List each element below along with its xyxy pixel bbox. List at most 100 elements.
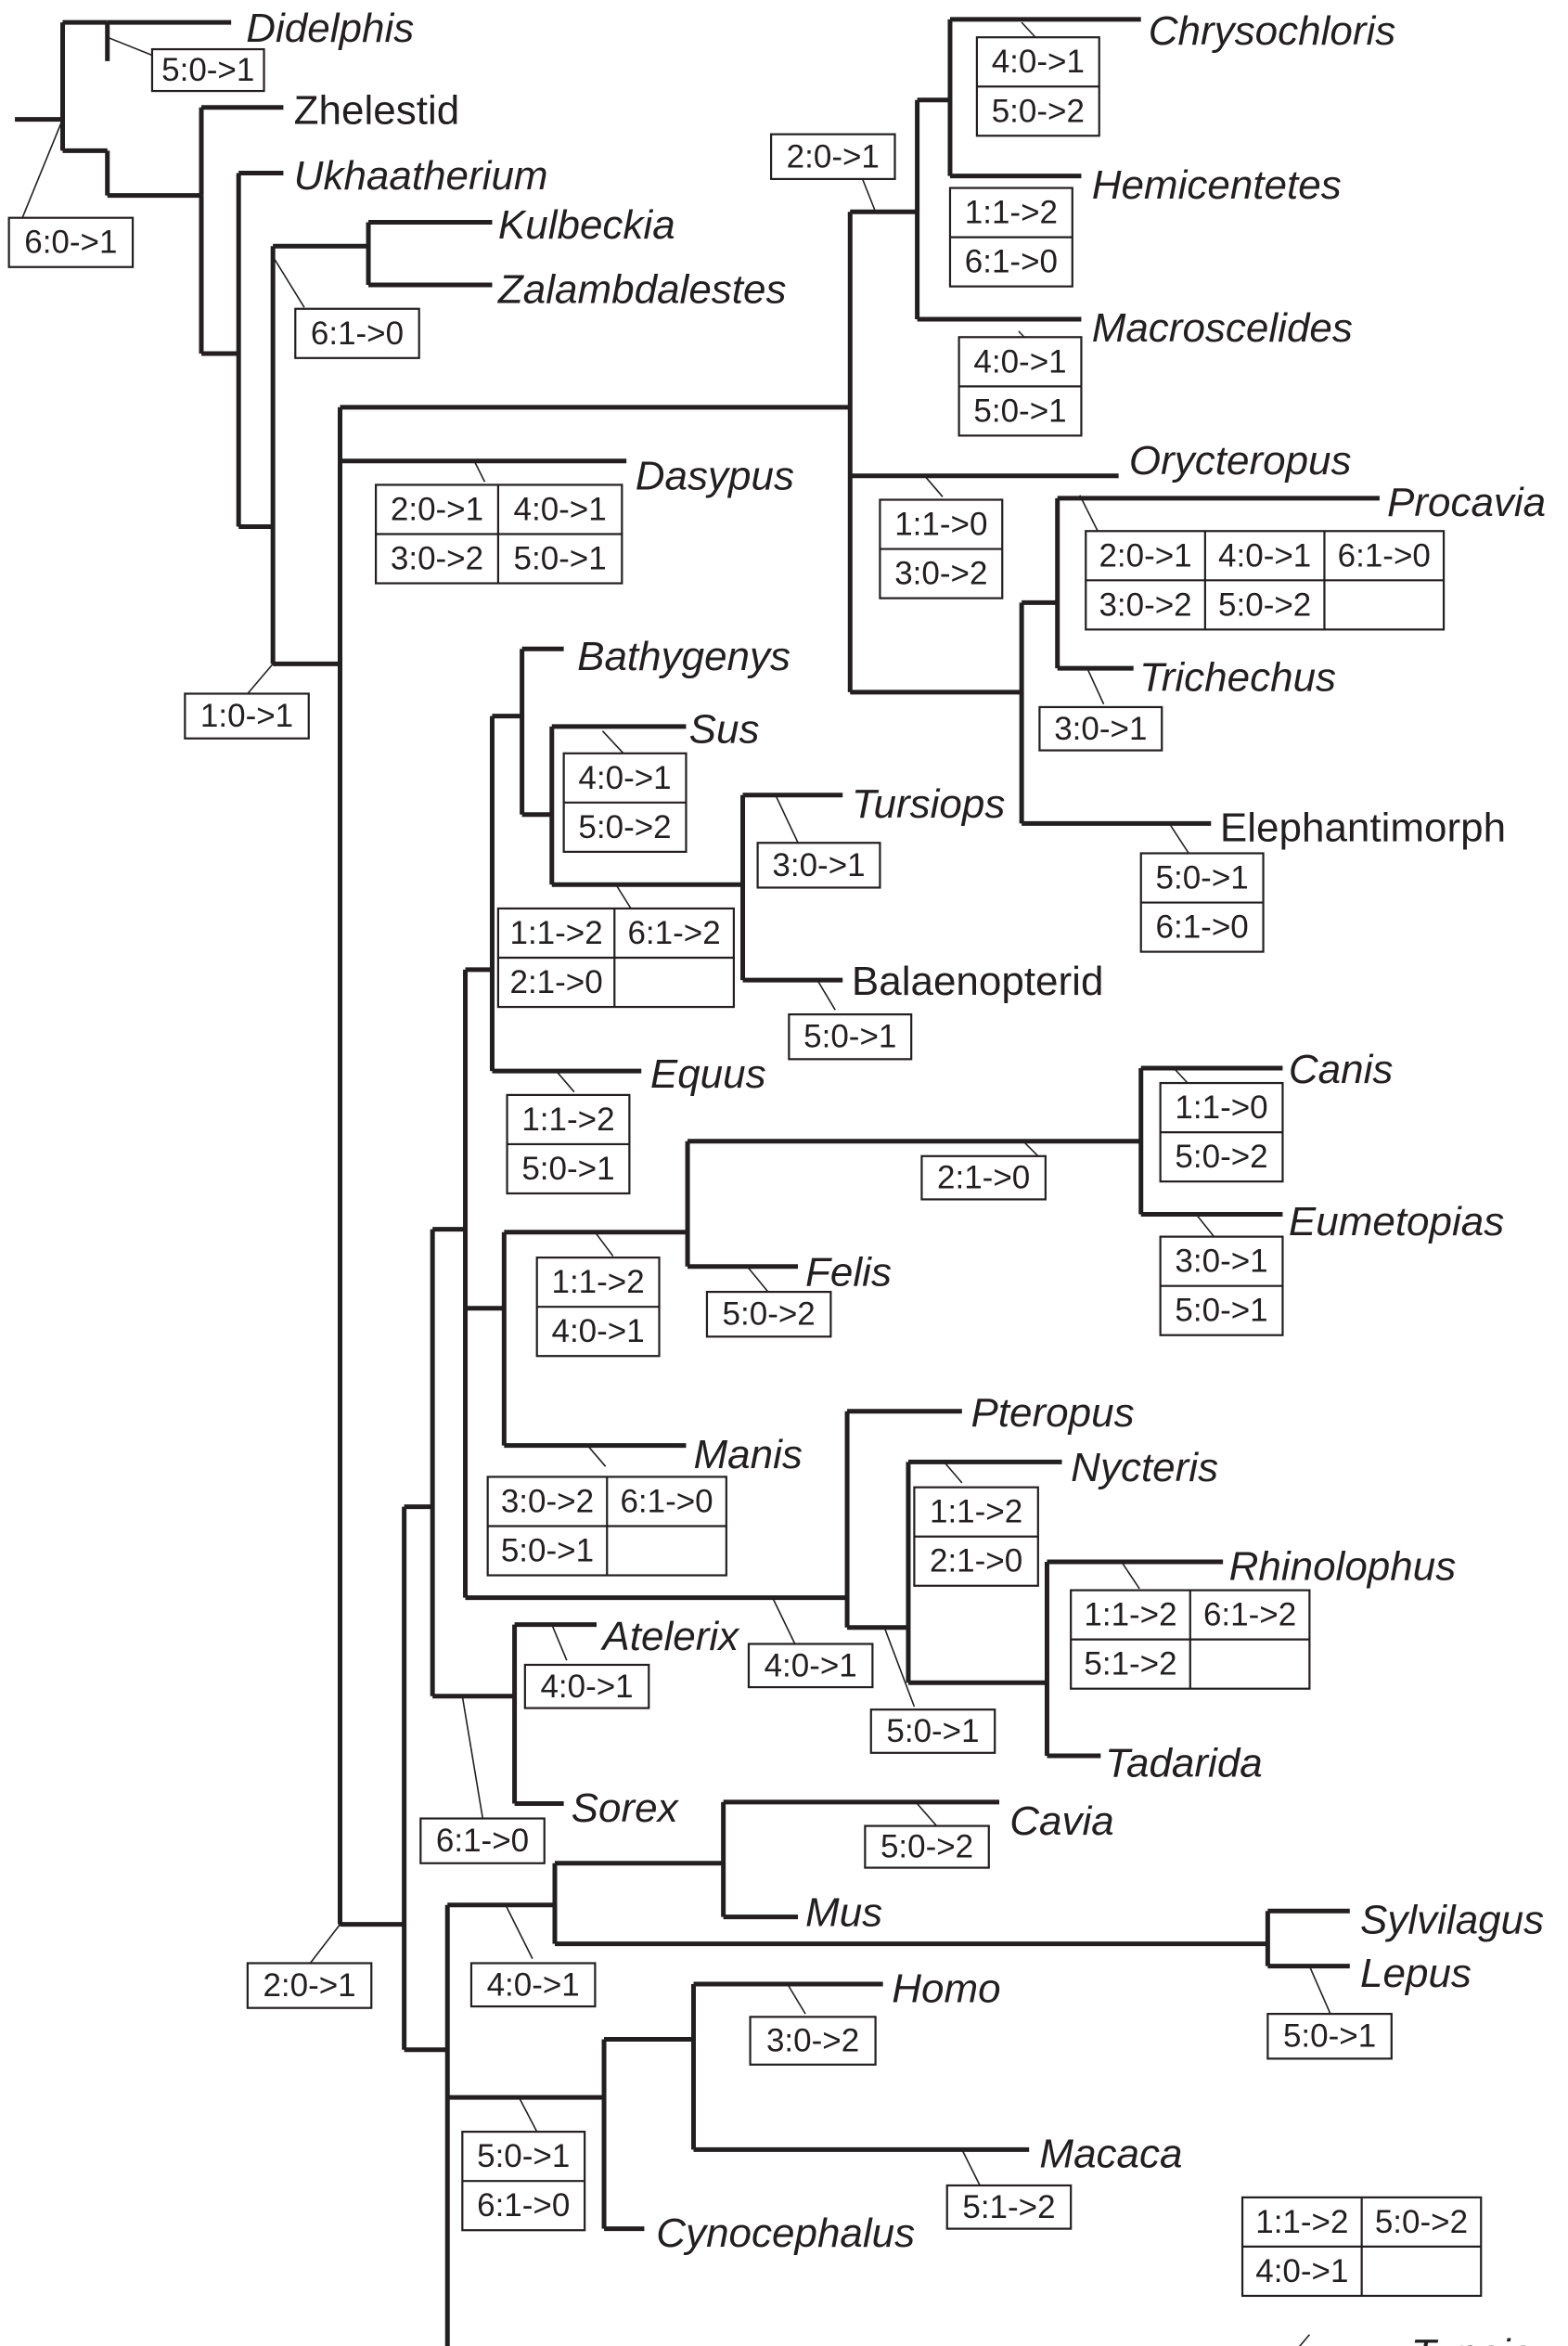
change-pointer bbox=[771, 1597, 796, 1644]
change-label: 1:1->2 bbox=[509, 915, 602, 951]
taxon-sus: Sus bbox=[689, 707, 760, 753]
change-label: 5:0->1 bbox=[1175, 1293, 1267, 1329]
taxon-ukhaatherium: Ukhaatherium bbox=[294, 153, 548, 199]
change-pointer bbox=[746, 1266, 769, 1293]
change-pointer bbox=[247, 663, 274, 695]
change-label: 4:0->1 bbox=[765, 1647, 857, 1683]
change-pointer bbox=[586, 1445, 607, 1467]
change-label: 5:0->1 bbox=[1156, 860, 1249, 896]
change-label: 3:0->2 bbox=[1099, 586, 1191, 623]
change-label: 6:1->0 bbox=[620, 1483, 713, 1519]
taxon-manis: Manis bbox=[693, 1432, 802, 1477]
change-label: 4:0->1 bbox=[551, 1313, 644, 1349]
change-box-hemicentetes: 1:1->26:1->0 bbox=[948, 187, 1073, 288]
change-pointer bbox=[594, 1231, 614, 1257]
change-pointer bbox=[21, 119, 64, 218]
taxon-elephantimorph: Elephantimorph bbox=[1220, 806, 1506, 851]
taxon-labels: DidelphisZhelestidUkhaatheriumKulbeckiaZ… bbox=[246, 6, 1546, 2346]
change-pointer bbox=[601, 730, 624, 754]
change-label: 3:0->1 bbox=[772, 847, 865, 883]
taxon-trichechus: Trichechus bbox=[1139, 654, 1336, 700]
change-label: 4:0->1 bbox=[514, 491, 607, 527]
change-label: 5:0->2 bbox=[880, 1829, 973, 1865]
taxon-sylvilagus: Sylvilagus bbox=[1360, 1897, 1544, 1942]
taxon-tupaia: Tupaia bbox=[1411, 2331, 1533, 2346]
change-pointer bbox=[1079, 495, 1099, 532]
taxon-kulbeckia: Kulbeckia bbox=[498, 202, 675, 248]
change-pointer bbox=[615, 883, 632, 909]
change-label: 4:0->1 bbox=[578, 760, 671, 796]
taxon-dasypus: Dasypus bbox=[636, 453, 794, 498]
change-label: 5:0->1 bbox=[477, 2138, 570, 2174]
change-box-lepus: 5:0->1 bbox=[1266, 2013, 1393, 2060]
taxon-hemicentetes: Hemicentetes bbox=[1092, 162, 1342, 208]
change-label: 2:0->1 bbox=[1099, 537, 1191, 574]
change-label: 4:0->1 bbox=[992, 44, 1085, 80]
change-pointer bbox=[961, 2149, 981, 2186]
change-pointer bbox=[505, 1904, 533, 1960]
change-label: 1:0->1 bbox=[200, 698, 293, 734]
taxon-zalambdalestes: Zalambdalestes bbox=[497, 266, 787, 312]
change-pointer bbox=[518, 2096, 538, 2133]
change-label: 2:1->0 bbox=[937, 1160, 1030, 1196]
change-box-didelphis: 5:0->1 bbox=[150, 47, 265, 93]
taxon-pteropus: Pteropus bbox=[970, 1390, 1134, 1436]
change-label: 5:0->2 bbox=[1375, 2204, 1468, 2240]
taxon-atelerix: Atelerix bbox=[599, 1614, 740, 1659]
change-box-chiroptera: 4:0->1 bbox=[747, 1643, 874, 1689]
taxon-procavia: Procavia bbox=[1387, 480, 1546, 525]
change-box-equus: 1:1->25:0->1 bbox=[506, 1093, 631, 1195]
taxon-canis: Canis bbox=[1289, 1047, 1394, 1092]
change-label: 5:0->1 bbox=[521, 1151, 614, 1187]
taxon-zhelestid: Zhelestid bbox=[294, 87, 460, 133]
change-box-macaca: 5:1->2 bbox=[945, 2184, 1073, 2230]
change-label: 5:1->2 bbox=[962, 2189, 1055, 2225]
taxon-chrysochloris: Chrysochloris bbox=[1149, 8, 1396, 54]
change-pointers bbox=[21, 21, 1331, 2346]
change-box-nycteris: 1:1->22:1->0 bbox=[913, 1486, 1039, 1587]
change-pointer bbox=[883, 1627, 916, 1708]
change-pointer bbox=[272, 256, 305, 308]
tree-branches bbox=[15, 17, 1380, 2346]
change-pointer bbox=[309, 1924, 341, 1964]
change-label: 1:1->0 bbox=[1175, 1089, 1267, 1126]
change-label: 4:0->1 bbox=[1218, 537, 1311, 574]
taxon-equus: Equus bbox=[650, 1051, 766, 1097]
change-box-macroscelides: 4:0->1 5:0->1 bbox=[958, 336, 1083, 437]
change-label: 2:0->1 bbox=[391, 491, 483, 527]
taxon-didelphis: Didelphis bbox=[246, 6, 414, 51]
taxon-cavia: Cavia bbox=[1009, 1798, 1114, 1844]
taxon-felis: Felis bbox=[805, 1250, 892, 1295]
change-label: 2:0->1 bbox=[263, 1967, 355, 2004]
change-pointer bbox=[473, 460, 486, 483]
change-label: 5:0->2 bbox=[1218, 586, 1311, 623]
taxon-homo: Homo bbox=[892, 1966, 1000, 2011]
change-label: 4:0->1 bbox=[973, 343, 1066, 380]
change-label: 4:0->1 bbox=[540, 1669, 633, 1705]
change-label: 5:1->2 bbox=[1084, 1646, 1176, 1682]
change-box-homo: 3:0->2 bbox=[749, 2016, 877, 2066]
change-label: 5:0->1 bbox=[1283, 2018, 1376, 2055]
change-label: 5:0->2 bbox=[1175, 1139, 1267, 1175]
change-pointer bbox=[107, 36, 153, 57]
change-pointer bbox=[915, 1801, 938, 1827]
change-box-afrotheria: 2:0->1 bbox=[769, 133, 896, 181]
taxon-tadarida: Tadarida bbox=[1105, 1741, 1263, 1786]
taxon-nycteris: Nycteris bbox=[1071, 1445, 1218, 1490]
taxon-cynocephalus: Cynocephalus bbox=[656, 2211, 915, 2256]
taxon-mus: Mus bbox=[805, 1889, 882, 1935]
change-box-eumetopias: 3:0->15:0->1 bbox=[1159, 1235, 1284, 1336]
change-label: 3:0->2 bbox=[766, 2023, 859, 2059]
change-box-canis: 1:1->0 5:0->2 bbox=[1159, 1081, 1284, 1183]
taxon-bathygenys: Bathygenys bbox=[577, 634, 790, 679]
change-box-caniformia: 2:1->0 bbox=[920, 1154, 1047, 1201]
change-box-kulbeckia-clade: 6:1->0 bbox=[294, 307, 420, 359]
change-label: 5:0->1 bbox=[886, 1713, 979, 1749]
change-box-laurasiatheria: 6:1->0 bbox=[419, 1817, 546, 1864]
change-label: 5:0->1 bbox=[973, 393, 1066, 429]
change-pointer bbox=[1168, 822, 1189, 854]
change-box-carnivora: 1:1->24:0->1 bbox=[535, 1257, 661, 1358]
change-label: 6:1->0 bbox=[1156, 909, 1249, 946]
